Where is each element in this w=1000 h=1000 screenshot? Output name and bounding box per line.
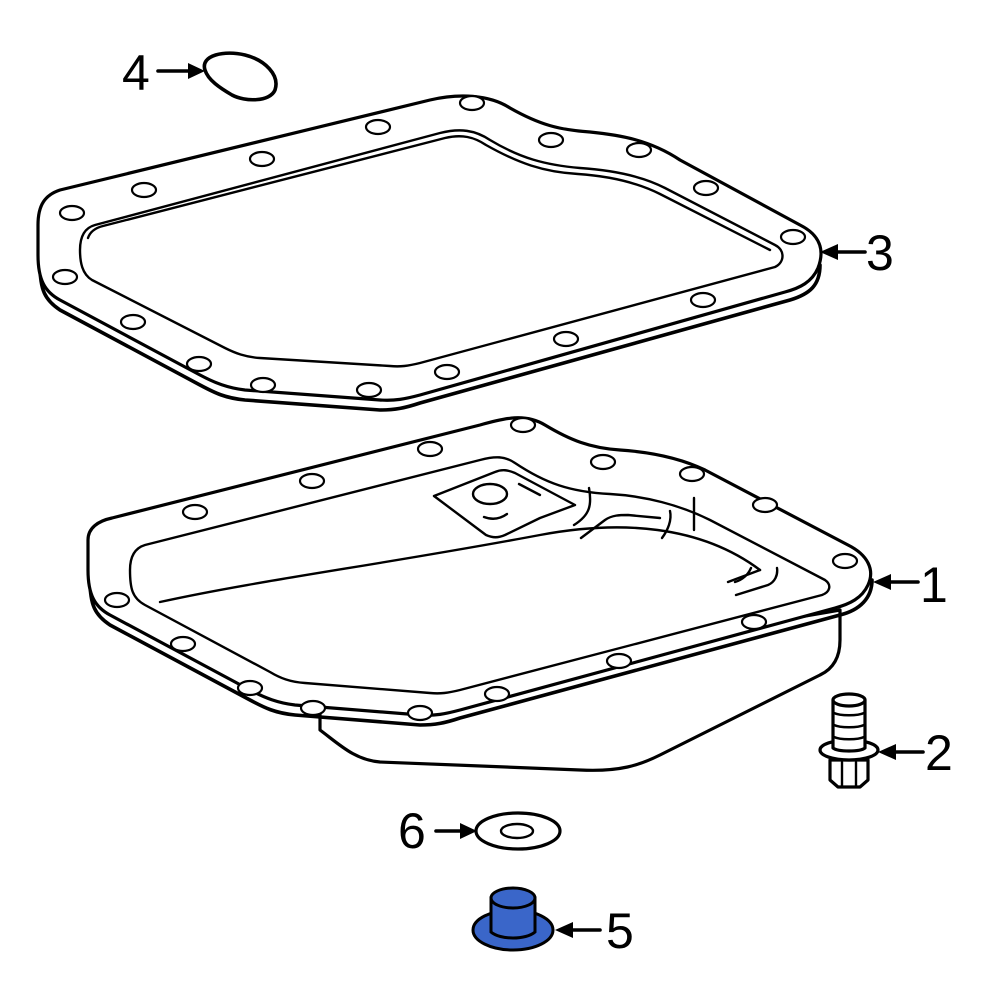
- callout-4[interactable]: 4: [122, 45, 150, 101]
- callout-3[interactable]: 3: [866, 225, 894, 281]
- oil-pan-part-1[interactable]: [86, 416, 874, 772]
- arrow-6-icon: [434, 823, 477, 839]
- callout-2[interactable]: 2: [925, 725, 953, 781]
- arrow-2-icon: [878, 744, 925, 760]
- pan-bolt-part-2[interactable]: [818, 692, 880, 789]
- callout-1[interactable]: 1: [920, 557, 948, 613]
- callout-6[interactable]: 6: [398, 803, 426, 859]
- seal-part-4[interactable]: [202, 51, 278, 102]
- arrow-4-icon: [156, 63, 205, 79]
- arrow-5-icon: [555, 922, 602, 938]
- callout-5[interactable]: 5: [606, 903, 634, 959]
- drain-plug-gasket-part-6[interactable]: [474, 811, 562, 851]
- arrow-3-icon: [820, 244, 867, 260]
- drain-plug-part-5[interactable]: [471, 886, 555, 952]
- pan-gasket-part-3[interactable]: [36, 94, 823, 412]
- arrow-1-icon: [873, 574, 920, 590]
